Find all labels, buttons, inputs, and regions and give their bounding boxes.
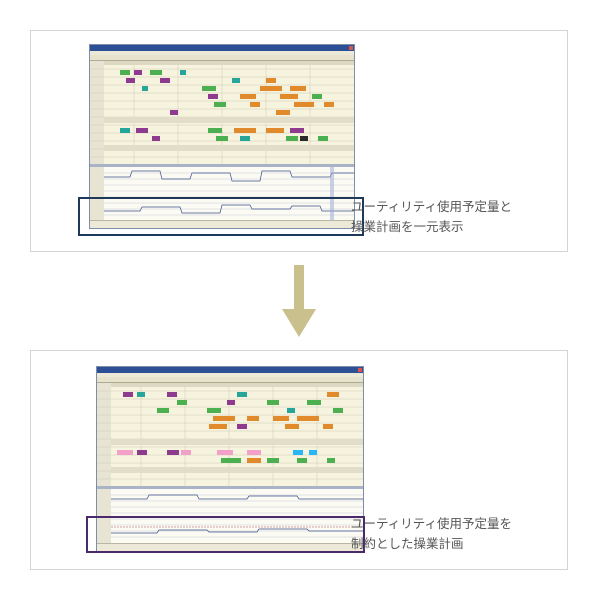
bottom-panel: ユーティリティ使用予定量を 制約とした操業計画 [30, 350, 568, 570]
pane-divider[interactable] [97, 486, 363, 489]
menu-bar [90, 51, 354, 55]
status-bar [97, 543, 363, 551]
bottom-caption: ユーティリティ使用予定量を 制約とした操業計画 [351, 514, 512, 554]
bottom-caption-line1: ユーティリティ使用予定量を [351, 516, 513, 531]
top-panel: ユーティリティ使用予定量と 操業計画を一元表示 [30, 30, 568, 252]
status-bar [90, 220, 354, 228]
pane-divider[interactable] [90, 164, 354, 167]
bottom-caption-line2: 制約とした操業計画 [351, 536, 464, 551]
window-titlebar [90, 45, 354, 51]
top-caption-line2: 操業計画を一元表示 [351, 219, 464, 234]
down-arrow-icon [282, 265, 316, 337]
gantt-chart [97, 383, 363, 487]
utility-usage-graph [90, 167, 354, 220]
scheduler-window-screenshot [89, 44, 355, 229]
top-caption-line1: ユーティリティ使用予定量と [351, 199, 513, 214]
gantt-chart [90, 61, 354, 165]
window-titlebar [97, 367, 363, 373]
utility-graph-highlight-box [86, 516, 365, 553]
menu-bar [97, 373, 363, 377]
close-icon[interactable] [358, 368, 362, 372]
utility-graph-highlight-box [78, 197, 364, 236]
close-icon[interactable] [349, 46, 353, 50]
top-caption: ユーティリティ使用予定量と 操業計画を一元表示 [351, 197, 512, 237]
